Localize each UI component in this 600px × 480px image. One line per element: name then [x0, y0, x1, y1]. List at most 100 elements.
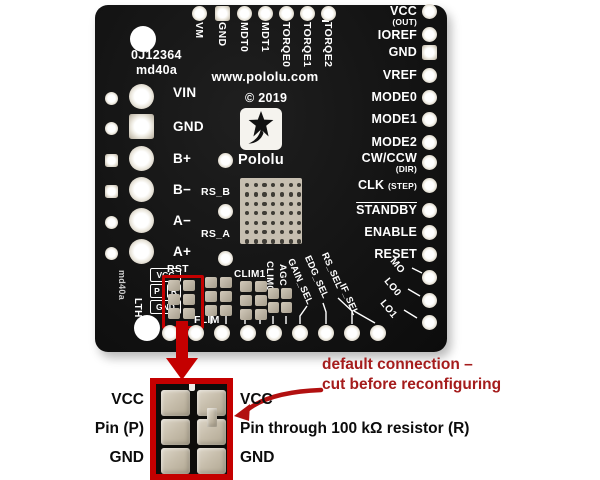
- default-connection-note: default connection – cut before reconfig…: [322, 355, 501, 395]
- thermal-via: [297, 183, 302, 188]
- through-hole: [104, 153, 118, 167]
- inset-label-pin-p: Pin (P): [94, 420, 144, 437]
- jumper-pad: [240, 281, 252, 292]
- through-hole: [104, 121, 118, 135]
- through-hole: [421, 67, 437, 83]
- thermal-via: [279, 220, 284, 225]
- thermal-via: [279, 201, 284, 206]
- through-hole: [421, 111, 437, 127]
- through-hole: [318, 325, 334, 341]
- through-hole: [278, 5, 294, 21]
- through-hole: [421, 224, 437, 240]
- thermal-via: [297, 230, 302, 235]
- through-hole: [421, 314, 437, 330]
- pin-label-rs-a: RS_A: [201, 228, 231, 240]
- through-hole: [104, 246, 118, 260]
- through-hole: [421, 26, 437, 42]
- pin-label-cwccw-dir: CW/CCW(DIR): [361, 151, 417, 174]
- thermal-via: [297, 239, 302, 244]
- note-line-2: cut before reconfiguring: [322, 376, 502, 393]
- inset-label-gnd-left: GND: [109, 449, 144, 466]
- through-hole: [214, 325, 230, 341]
- inset-label-vcc-right: VCC: [240, 391, 273, 408]
- thermal-via: [253, 211, 258, 216]
- through-hole: [240, 325, 256, 341]
- jumper-pad-gnd-left: [161, 448, 190, 474]
- thermal-via: [245, 220, 250, 225]
- through-hole: [214, 5, 230, 21]
- pololu-brand: Pololu: [237, 152, 285, 168]
- pin-label-clk-step: CLK (STEP): [357, 178, 417, 192]
- thermal-via: [245, 211, 250, 216]
- thermal-via: [271, 192, 276, 197]
- through-hole: [292, 325, 308, 341]
- through-hole: [128, 207, 154, 233]
- thermal-via: [297, 201, 302, 206]
- copyright: © 2019: [245, 91, 288, 105]
- thermal-via: [262, 211, 267, 216]
- note-line-1: default connection –: [322, 356, 473, 373]
- pin-label-mode1: MODE1: [371, 112, 417, 126]
- through-hole: [104, 91, 118, 105]
- jumper-pad: [220, 291, 232, 302]
- default-connection-trace: [207, 408, 217, 427]
- jumper-pad: [205, 305, 217, 316]
- jumper-pad: [255, 295, 267, 306]
- jumper-pad: [205, 291, 217, 302]
- thermal-via: [279, 239, 284, 244]
- jumper-pad: [281, 302, 292, 313]
- thermal-via: [271, 211, 276, 216]
- jumper-label-rst: RST: [167, 263, 189, 275]
- thermal-via: [253, 230, 258, 235]
- jumper-pad: [183, 294, 195, 305]
- through-hole: [191, 5, 207, 21]
- thermal-via: [245, 230, 250, 235]
- active-low-tick: [322, 20, 329, 22]
- jumper-pad: [240, 295, 252, 306]
- through-hole: [217, 203, 233, 219]
- through-hole: [421, 177, 437, 193]
- jumper-label-flim: FLIM: [194, 314, 220, 326]
- jumper-pad: [168, 308, 180, 319]
- thermal-via: [279, 230, 284, 235]
- thermal-via: [245, 201, 250, 206]
- pololu-logo: [240, 108, 282, 150]
- through-hole: [128, 176, 154, 202]
- jumper-pad: [255, 309, 267, 320]
- thermal-via: [271, 201, 276, 206]
- thermal-via: [253, 239, 258, 244]
- pin-label-reset: RESET: [374, 247, 417, 261]
- through-hole: [128, 83, 154, 109]
- thermal-via: [279, 183, 284, 188]
- jumper-pad: [220, 277, 232, 288]
- inset-label-vcc-left: VCC: [111, 391, 144, 408]
- pin-label-b-minus: B−: [173, 182, 192, 197]
- jumper-pad: [255, 281, 267, 292]
- pin-label-mode2: MODE2: [371, 135, 417, 149]
- jumper-pad-pin: [161, 419, 190, 445]
- jumper-label-clim1: CLIM1: [234, 269, 266, 280]
- jumper-pad: [168, 280, 180, 291]
- pin-label-b-plus: B+: [173, 151, 192, 166]
- thermal-via: [288, 230, 293, 235]
- thermal-via: [253, 201, 258, 206]
- pin-label-a-plus: A+: [173, 244, 192, 259]
- through-hole: [128, 145, 154, 171]
- thermal-via: [288, 211, 293, 216]
- thermal-via: [262, 201, 267, 206]
- jumper-pad: [183, 280, 195, 291]
- inset-notch: [189, 384, 195, 391]
- pin-label-vref: VREF: [382, 68, 417, 82]
- pin-label-ioref: IOREF: [377, 28, 417, 42]
- pin-label-vin: VIN: [173, 85, 197, 100]
- thermal-via: [271, 239, 276, 244]
- thermal-via: [253, 220, 258, 225]
- thermal-via: [245, 192, 250, 197]
- pin-label-enable: ENABLE: [364, 225, 417, 239]
- jumper-pad: [183, 308, 195, 319]
- pin-label-a-minus: A−: [173, 213, 192, 228]
- through-hole: [236, 5, 252, 21]
- thermal-via: [297, 192, 302, 197]
- thermal-via: [262, 230, 267, 235]
